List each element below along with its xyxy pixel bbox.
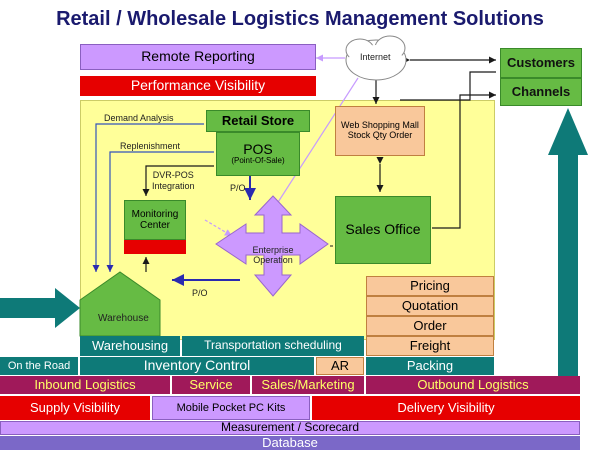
pos-subtitle: (Point-Of-Sale) [231, 156, 285, 166]
performance-visibility-box: Performance Visibility [80, 76, 316, 96]
po-top-label: P/O [230, 183, 246, 193]
packing-band: Packing [366, 357, 494, 375]
monitoring-center-box: Monitoring Center [124, 200, 186, 240]
measurement-scorecard-band: Measurement / Scorecard [0, 421, 580, 435]
demand-analysis-label: Demand Analysis [104, 113, 174, 123]
monitoring-center-alert-bar [124, 240, 186, 254]
customers-box: Customers [500, 48, 582, 78]
ar-band: AR [316, 357, 364, 375]
inbound-logistics-band: Inbound Logistics [0, 376, 170, 394]
internet-cloud-icon [345, 35, 407, 81]
freight-box: Freight [366, 336, 494, 356]
sales-office-box: Sales Office [335, 196, 431, 264]
outbound-logistics-band: Outbound Logistics [366, 376, 580, 394]
warehouse-label: Warehouse [98, 313, 149, 324]
pos-box: POS (Point-Of-Sale) [216, 132, 300, 176]
enterprise-operation-label: Enterprise Operation [252, 245, 294, 265]
internet-label: Internet [360, 52, 391, 62]
inbound-arrow-icon [0, 288, 80, 328]
pricing-box: Pricing [366, 276, 494, 296]
po-bottom-label: P/O [192, 288, 208, 298]
dvr-pos-line1: DVR-POS [152, 170, 194, 180]
channels-box: Channels [500, 78, 582, 106]
on-the-road-band: On the Road [0, 357, 78, 375]
web-shopping-mall-box: Web Shopping Mall Stock Qty Order [335, 106, 425, 156]
inventory-control-band: Inventory Control [80, 357, 314, 375]
database-band: Database [0, 435, 580, 450]
retail-store-box: Retail Store [206, 110, 310, 132]
replenishment-label: Replenishment [120, 141, 181, 151]
warehousing-band: Warehousing [80, 336, 180, 356]
supply-visibility-band: Supply Visibility [0, 396, 150, 420]
enterprise-cross-icon [215, 195, 329, 297]
sales-marketing-band: Sales/Marketing [252, 376, 364, 394]
service-band: Service [172, 376, 250, 394]
mobile-pocket-band: Mobile Pocket PC Kits [152, 396, 310, 420]
transportation-band: Transportation scheduling [182, 336, 364, 356]
remote-reporting-box: Remote Reporting [80, 44, 316, 70]
quotation-box: Quotation [366, 296, 494, 316]
delivery-visibility-band: Delivery Visibility [312, 396, 580, 420]
order-box: Order [366, 316, 494, 336]
pos-title: POS [243, 140, 273, 157]
warehouse-house-icon [79, 271, 161, 337]
dvr-pos-label: DVR-POS Integration [152, 170, 195, 192]
outbound-arrow-icon [548, 108, 588, 376]
dvr-pos-line2: Integration [152, 180, 195, 191]
page-title: Retail / Wholesale Logistics Management … [56, 8, 544, 30]
